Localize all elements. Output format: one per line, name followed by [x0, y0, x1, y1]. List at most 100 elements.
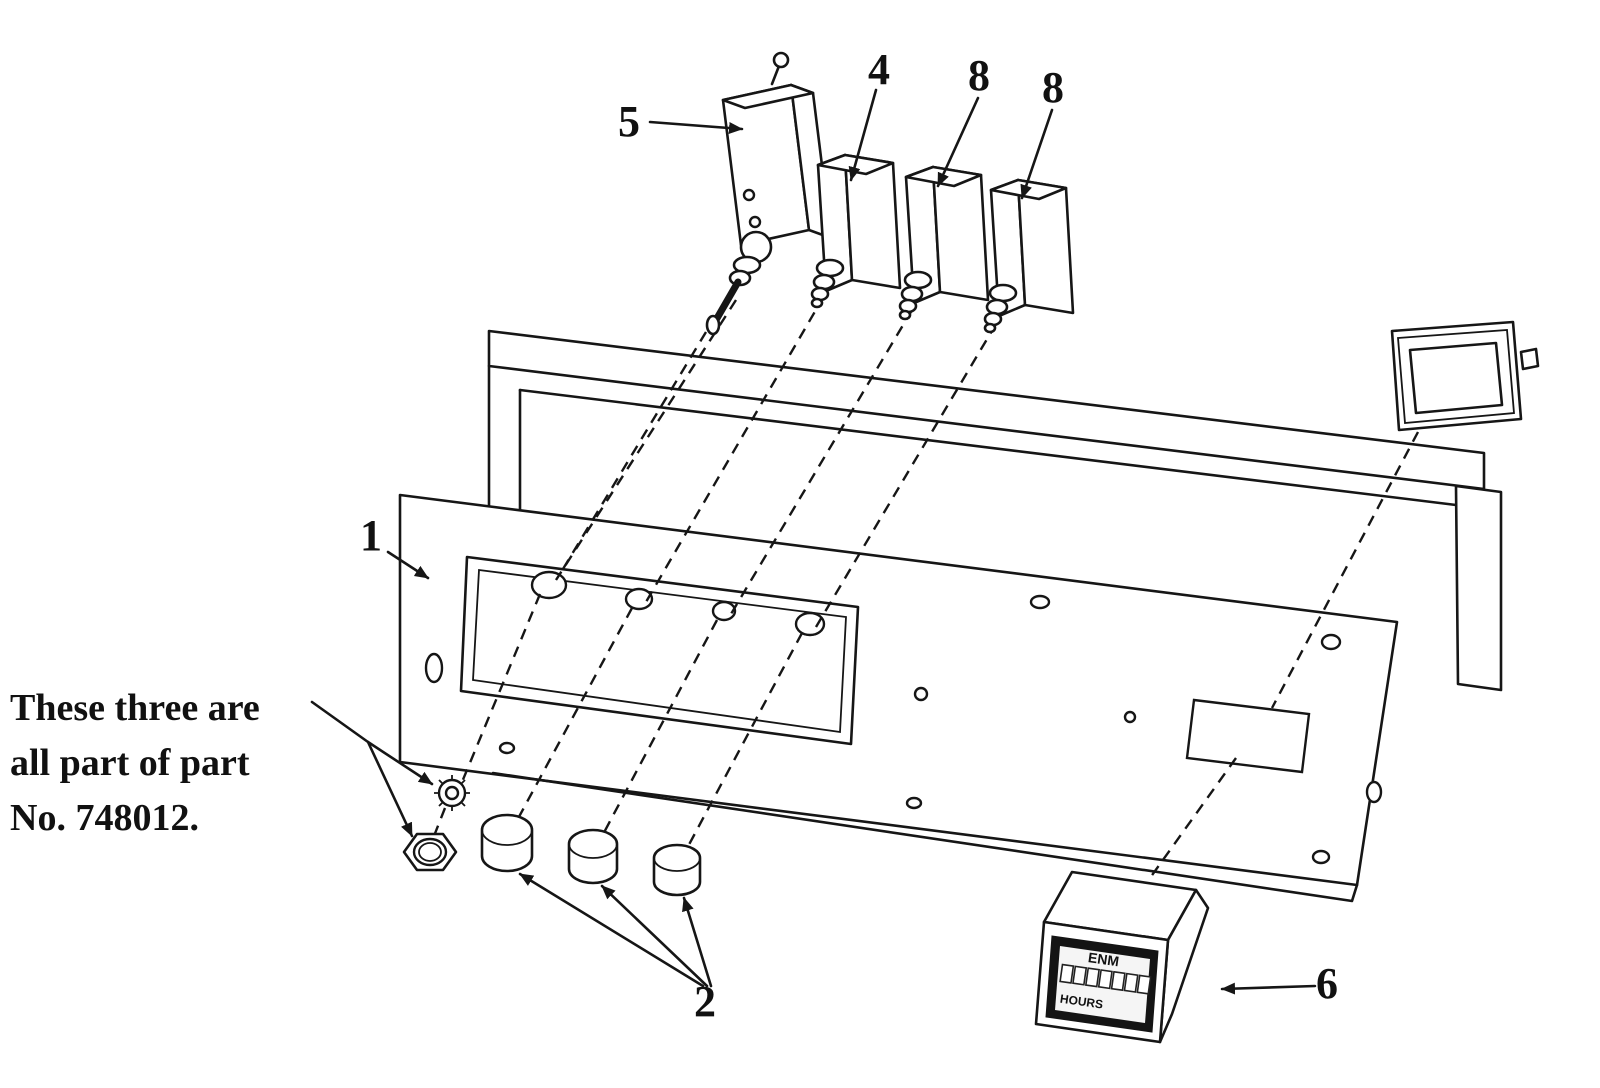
panel-hole [424, 652, 444, 684]
lock-washer-teeth [434, 775, 470, 811]
meter-digit-cell [1072, 965, 1088, 986]
panel-hole [624, 587, 654, 611]
alignment-line [814, 323, 998, 628]
callout-5: 5 [618, 97, 640, 146]
callout-leaders [310, 88, 1317, 995]
note-line-2: all part of part [10, 742, 250, 784]
alignment-line [432, 807, 447, 837]
leader-line-6 [1220, 982, 1317, 995]
leader-line-8b [1020, 108, 1054, 200]
push-button-top [481, 814, 533, 846]
callout-1: 1 [360, 511, 382, 560]
alignment-line [1149, 757, 1237, 879]
meter-digit-cell [1084, 967, 1101, 988]
panel-bottom-flange [491, 771, 1359, 903]
panel-hole [1365, 780, 1383, 804]
panel-hole [530, 570, 568, 600]
push-buttons [480, 813, 702, 897]
panel-hole [794, 611, 826, 637]
breaker-bushing [900, 285, 924, 303]
leader-line-1 [386, 550, 430, 580]
alignment-dashed-lines [432, 295, 1420, 879]
panel-hole [905, 796, 923, 810]
meter-digit-cell [1097, 969, 1113, 990]
leader-line-8a [936, 96, 980, 188]
meter-digit-cell [1110, 970, 1126, 992]
hex-nut [402, 832, 458, 872]
switch-body-top [721, 83, 815, 110]
alignment-line [1270, 431, 1420, 709]
switch-terminal [748, 215, 762, 229]
note-line-1: These three are [10, 687, 260, 729]
rail-front-face [487, 329, 1486, 491]
switch-lever [712, 278, 742, 324]
panel-hole [711, 600, 737, 622]
leader-line-2 [518, 872, 705, 988]
callout-8-second: 8 [1042, 63, 1064, 112]
rail-assembly [487, 329, 1503, 692]
bezel-clip-tab [1519, 347, 1540, 371]
breaker-bushing-tip [983, 322, 997, 334]
switch-top-terminal [772, 51, 790, 69]
breaker-hex-nut [903, 270, 933, 290]
push-button-top [568, 829, 618, 859]
leader-line-4 [848, 88, 878, 182]
hour-meter: ENM HOURS [1034, 870, 1210, 1044]
meter-side-face [1158, 888, 1210, 1044]
breaker-bushing [985, 298, 1009, 316]
bezel-opening [1408, 341, 1504, 415]
panel-hole [1320, 633, 1342, 651]
mounting-panel [398, 493, 1399, 903]
panel-hole [913, 686, 929, 702]
alignment-line [558, 331, 708, 575]
meter-brand-text: ENM [1087, 949, 1120, 969]
meter-display-content: ENM HOURS [1059, 949, 1152, 1012]
leader-line-note [366, 740, 414, 838]
hex-nut-bore-inner [418, 842, 442, 862]
panel-hole [1123, 710, 1137, 724]
circuit-breaker-aux1 [898, 165, 990, 321]
leader-line-5 [648, 120, 744, 134]
note-text-block: These three are all part of part No. 748… [10, 687, 260, 839]
meter-digit-cell [1136, 974, 1152, 995]
alignment-line [729, 309, 914, 615]
switch-terminal [742, 188, 756, 202]
panel-hole [498, 741, 516, 755]
panel-cutout-outer [459, 555, 860, 746]
alignment-line [598, 619, 719, 841]
callout-8-first: 8 [968, 51, 990, 100]
note-line-3: No. 748012. [10, 797, 199, 839]
bezel-outer-inner-line [1397, 329, 1515, 424]
callout-labels: 1 2 4 5 6 8 8 [360, 45, 1338, 1026]
switch-lever-tip [705, 314, 721, 336]
alignment-line [644, 295, 826, 603]
push-button [652, 843, 702, 897]
meter-digit-cell [1123, 972, 1139, 993]
lock-washer-center [444, 785, 460, 801]
panel-hole [1029, 594, 1051, 610]
rail-right-strip [1454, 484, 1503, 692]
rail-inner-edge [518, 388, 1458, 507]
alignment-line [460, 593, 542, 783]
callout-6: 6 [1316, 959, 1338, 1008]
meter-unit-text: HOURS [1059, 992, 1104, 1012]
push-button-top [653, 844, 701, 872]
breaker-bushing [812, 273, 836, 291]
breaker-hex-nut [815, 258, 845, 278]
breaker-hex-nut [988, 283, 1018, 303]
lock-washer [434, 775, 470, 811]
leader-line-2 [600, 884, 709, 988]
circuit-breaker-main [810, 153, 902, 309]
breaker-side [1016, 178, 1075, 315]
circuit-breaker-aux2 [983, 178, 1075, 334]
leader-line-2 [682, 896, 713, 988]
breaker-side [931, 165, 990, 302]
breaker-bushing-tip [810, 297, 824, 309]
meter-digit-cell [1059, 963, 1075, 984]
alignment-line [682, 632, 804, 855]
switch-top-stub [770, 64, 781, 86]
panel-hole [1311, 849, 1331, 865]
breaker-bushing-tip [898, 309, 912, 321]
